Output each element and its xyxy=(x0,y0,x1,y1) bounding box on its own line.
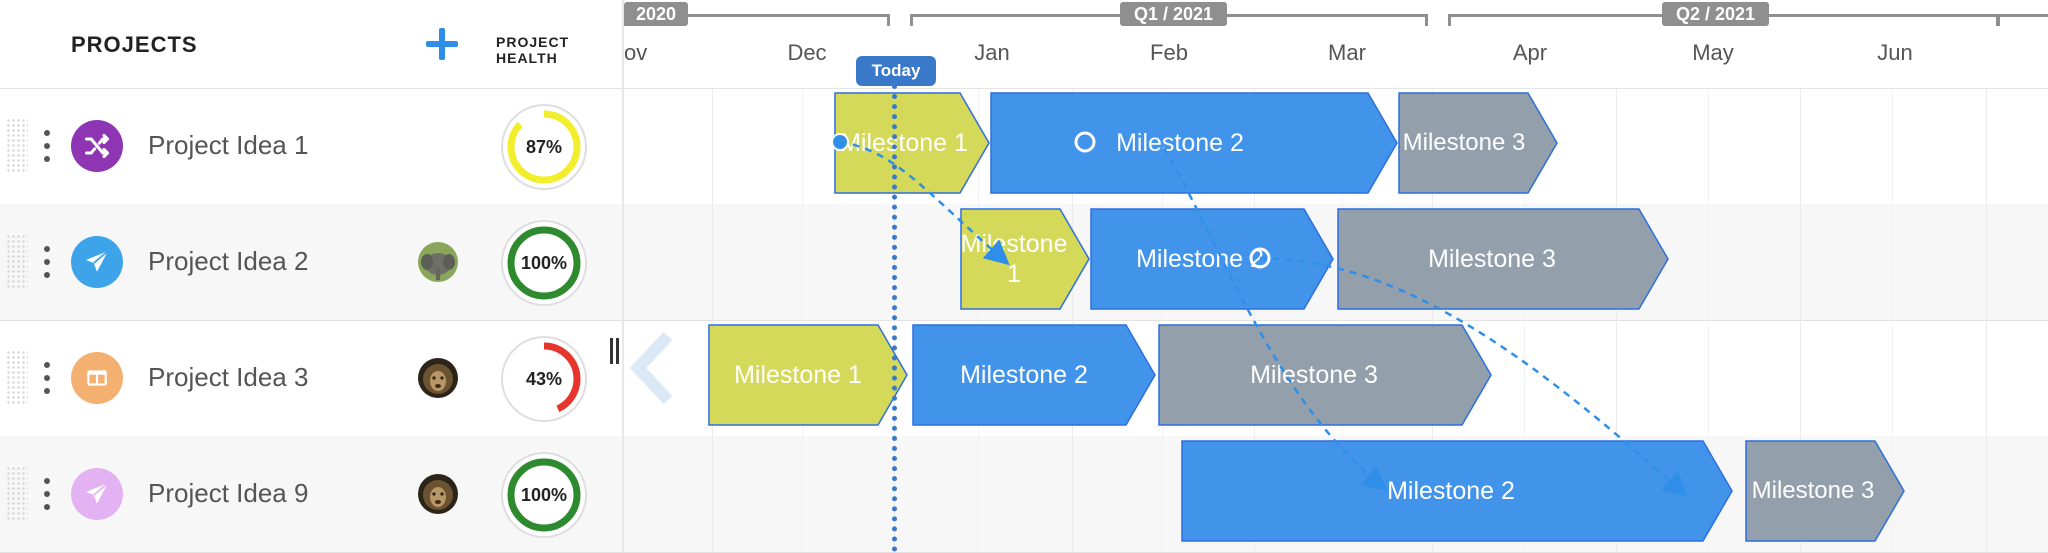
milestone-label: Milestone 3 xyxy=(1402,129,1526,156)
health-gauge: 100% xyxy=(500,451,588,539)
panel-resize-handle[interactable] xyxy=(610,338,620,364)
projects-heading: PROJECTS xyxy=(71,32,198,57)
project-name[interactable]: Project Idea 9 xyxy=(148,478,309,508)
today-line xyxy=(892,84,897,552)
milestone-bar[interactable]: Milestone 3 xyxy=(1337,208,1669,310)
quarter-bracket xyxy=(1996,14,2048,29)
health-gauge: 43% xyxy=(500,335,588,423)
project-row[interactable]: Project Idea 9 100% xyxy=(0,436,624,553)
milestone-label: Milestone 3 xyxy=(1428,245,1556,273)
projects-header: PROJECTS PROJECT HEALTH xyxy=(0,0,624,89)
timeline: 2020 Q1 / 2021 Q2 / 2021 ov Dec Jan Feb … xyxy=(624,0,2048,553)
project-row[interactable]: Project Idea 1 87% xyxy=(0,88,624,205)
milestone-bar[interactable]: Milestone 2 xyxy=(1181,440,1733,542)
milestone-label: Milestone 2 xyxy=(960,361,1088,389)
projects-panel: PROJECTS PROJECT HEALTH Project Idea 1 8… xyxy=(0,0,624,553)
health-value: 100% xyxy=(520,484,568,505)
drag-handle-icon[interactable] xyxy=(6,466,28,522)
month-label: Apr xyxy=(1512,40,1548,65)
milestone-bar[interactable]: Milestone 3 xyxy=(1745,440,1905,542)
more-options-icon[interactable] xyxy=(40,476,54,512)
health-value: 43% xyxy=(525,368,563,389)
lion-avatar[interactable] xyxy=(418,474,458,514)
milestone-bar[interactable]: Milestone 2 xyxy=(990,92,1398,194)
health-gauge: 100% xyxy=(500,219,588,307)
board-icon xyxy=(71,352,123,404)
milestone-label: Milestone 2 xyxy=(1136,245,1264,273)
month-label: Jun xyxy=(1877,40,1913,65)
milestone-bar[interactable]: Milestone 3 xyxy=(1158,324,1492,426)
milestone-bar[interactable]: Milestone 3 xyxy=(1398,92,1558,194)
milestone-bar[interactable]: Milestone 1 xyxy=(960,208,1090,310)
project-health-heading: PROJECT HEALTH xyxy=(496,34,570,66)
milestone-label: Milestone 1 xyxy=(840,129,968,157)
quarter-label: Q1 / 2021 xyxy=(1120,2,1228,26)
send-icon xyxy=(71,468,123,520)
lion-avatar[interactable] xyxy=(418,358,458,398)
milestone-label: Milestone 1 xyxy=(960,230,1068,288)
drag-handle-icon[interactable] xyxy=(6,118,28,174)
month-label: Dec xyxy=(787,40,827,65)
more-options-icon[interactable] xyxy=(40,360,54,396)
milestone-bar[interactable]: Milestone 2 xyxy=(912,324,1156,426)
project-name[interactable]: Project Idea 2 xyxy=(148,246,309,276)
milestone-label: Milestone 3 xyxy=(1250,361,1378,389)
timeline-header: 2020 Q1 / 2021 Q2 / 2021 ov Dec Jan Feb … xyxy=(624,0,2048,89)
drag-handle-icon[interactable] xyxy=(6,234,28,290)
milestone-bar[interactable]: Milestone 1 xyxy=(834,92,990,194)
milestone-label: Milestone 2 xyxy=(1387,477,1515,505)
month-label: ov xyxy=(624,40,648,65)
project-name[interactable]: Project Idea 1 xyxy=(148,130,309,160)
health-value: 100% xyxy=(520,252,568,273)
plus-icon[interactable] xyxy=(424,26,460,62)
drag-handle-icon[interactable] xyxy=(6,350,28,406)
milestone-label: Milestone 1 xyxy=(734,361,862,389)
quarter-label: Q2 / 2021 xyxy=(1662,2,1770,26)
health-value: 87% xyxy=(525,136,563,157)
today-marker[interactable]: Today xyxy=(856,56,936,86)
month-label: Jan xyxy=(974,40,1010,65)
shuffle-icon xyxy=(71,120,123,172)
milestone-label: Milestone 2 xyxy=(1116,129,1244,157)
panel-divider xyxy=(622,0,624,552)
milestone-bar[interactable]: Milestone 2 xyxy=(1090,208,1334,310)
more-options-icon[interactable] xyxy=(40,128,54,164)
project-name[interactable]: Project Idea 3 xyxy=(148,362,309,392)
month-label: Mar xyxy=(1328,40,1366,65)
month-label: May xyxy=(1692,40,1734,65)
milestone-bar[interactable]: Milestone 1 xyxy=(708,324,908,426)
chevron-left-icon[interactable] xyxy=(624,328,684,408)
month-label: Feb xyxy=(1150,40,1188,65)
health-gauge: 87% xyxy=(500,103,588,191)
project-row[interactable]: Project Idea 2 100% xyxy=(0,204,624,321)
more-options-icon[interactable] xyxy=(40,244,54,280)
project-row[interactable]: Project Idea 3 43% xyxy=(0,320,624,437)
year-label: 2020 xyxy=(624,2,689,26)
elephant-avatar[interactable] xyxy=(418,242,458,282)
timeline-row xyxy=(624,204,2048,321)
milestone-label: Milestone 3 xyxy=(1751,477,1875,504)
send-icon xyxy=(71,236,123,288)
